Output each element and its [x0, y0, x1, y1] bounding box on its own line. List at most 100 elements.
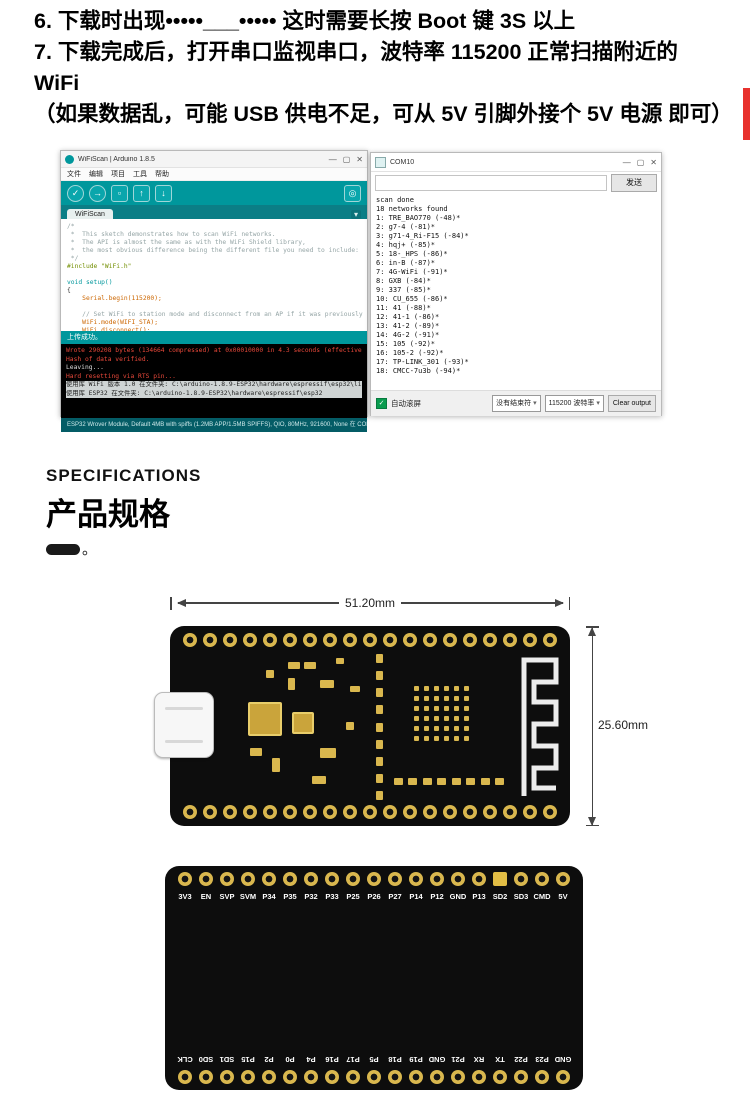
new-sketch-icon[interactable]: ▫ [111, 184, 128, 202]
tab-list-icon[interactable]: ▾ [350, 210, 361, 219]
code-line: /* [67, 223, 75, 230]
pin-pad [262, 1070, 276, 1084]
pin-pad [363, 805, 377, 819]
component [346, 722, 354, 730]
usb-connector [154, 692, 214, 758]
serial-monitor-icon[interactable]: ◎ [344, 184, 361, 202]
pin-label: P15 [241, 1055, 255, 1064]
close-icon[interactable]: ✕ [356, 154, 363, 164]
ide-titlebar: WiFiScan | Arduino 1.8.5 — ▢ ✕ [61, 151, 367, 168]
maximize-icon[interactable]: ▢ [342, 154, 351, 164]
clear-output-button[interactable]: Clear output [607, 395, 656, 412]
line-ending-select[interactable]: 没有结束符 ▾ [492, 395, 541, 412]
autoscroll-checkbox[interactable]: ✓ [376, 398, 387, 409]
menu-item[interactable]: 编辑 [89, 171, 103, 178]
baud-rate-select[interactable]: 115200 波特率 ▾ [544, 395, 604, 412]
code-line: WiFi.disconnect(); [67, 327, 151, 331]
pin-pad [430, 872, 444, 886]
minimize-icon[interactable]: — [622, 157, 631, 167]
pin-pad [220, 872, 234, 886]
pin-pad [241, 872, 255, 886]
pad-cell [217, 1070, 237, 1084]
ide-menubar: 文件 编辑 项目 工具 帮助 [61, 168, 367, 181]
verify-icon[interactable]: ✓ [67, 184, 84, 202]
pin-pad [367, 1070, 381, 1084]
component [312, 776, 326, 784]
pin-pad [283, 872, 297, 886]
menu-item[interactable]: 工具 [133, 171, 147, 178]
pad-cell [196, 1070, 216, 1084]
bottom-pad-row [180, 805, 560, 819]
pad-cell [364, 872, 384, 886]
pin-pad [304, 1070, 318, 1084]
pad-cell [406, 1070, 426, 1084]
pad-cell [301, 872, 321, 886]
pin-label: GND [554, 1055, 572, 1064]
pad-cell [440, 633, 460, 647]
pad-cell [259, 872, 279, 886]
pad-cell [469, 872, 489, 886]
ide-status-message: 上传成功。 [61, 331, 367, 344]
pad-cell [448, 1070, 468, 1084]
pin-pad [363, 633, 377, 647]
component [304, 662, 316, 669]
pad-cell [322, 1070, 342, 1084]
pin-pad [383, 805, 397, 819]
code-line: * the most obvious difference being the … [67, 247, 359, 254]
height-dimension [586, 626, 599, 826]
menu-item[interactable]: 帮助 [155, 171, 169, 178]
width-dimension-label: 51.20mm [344, 596, 396, 610]
serial-output-line: 10: CU_655 (-86)* [376, 295, 448, 303]
pad-cell [259, 1070, 279, 1084]
pin-label: 3V3 [178, 892, 192, 901]
serial-output-line: 9: 337 (-85)* [376, 286, 431, 294]
module-pad-row [394, 778, 504, 785]
pad-cell [196, 872, 216, 886]
pin-pad [283, 805, 297, 819]
pin-pad [483, 805, 497, 819]
maximize-icon[interactable]: ▢ [636, 157, 645, 167]
serial-input[interactable] [375, 175, 607, 191]
console-output[interactable]: Wrote 290208 bytes (134664 compressed) a… [61, 344, 367, 418]
pin-pad [493, 872, 507, 886]
usb-uart-chip [248, 702, 282, 736]
minimize-icon[interactable]: — [328, 154, 337, 164]
pad-cell [280, 805, 300, 819]
serial-output-line: 18: CMCC-7u3b (-94)* [376, 367, 461, 375]
pad-cell [280, 1070, 300, 1084]
pad-cell [301, 1070, 321, 1084]
serial-output-line: 5: 18-_HPS (-86)* [376, 250, 448, 258]
close-icon[interactable]: ✕ [650, 157, 657, 167]
menu-item[interactable]: 项目 [111, 171, 125, 178]
pad-cell [240, 805, 260, 819]
small-chip [292, 712, 314, 734]
pin-pad [262, 872, 276, 886]
send-button[interactable]: 发送 [611, 174, 657, 192]
menu-item[interactable]: 文件 [67, 171, 81, 178]
pin-label: P33 [325, 892, 339, 901]
open-icon[interactable]: ↑ [133, 184, 150, 202]
save-icon[interactable]: ↓ [155, 184, 172, 202]
specifications-section: SPECIFICATIONS 产品规格 。 [46, 466, 201, 557]
code-editor[interactable]: /* * This sketch demonstrates how to sca… [61, 219, 367, 331]
top-pad-row [180, 633, 560, 647]
pad-cell [385, 1070, 405, 1084]
arduino-ide-window: WiFiScan | Arduino 1.8.5 — ▢ ✕ 文件 编辑 项目 工具 帮… [60, 150, 368, 432]
module-pad-column [376, 654, 383, 800]
pin-label: P16 [325, 1055, 339, 1064]
pin-pad [483, 633, 497, 647]
pad-cell [427, 1070, 447, 1084]
tab-wifiscan[interactable]: WiFiScan [67, 209, 113, 219]
dimension-tick [568, 596, 570, 610]
serial-titlebar: COM10 — ▢ ✕ [371, 153, 661, 172]
pin-pad [243, 633, 257, 647]
code-line: */ [67, 255, 79, 262]
console-line: Leaving... [66, 364, 104, 371]
pad-cell [532, 1070, 552, 1084]
pin-label: P5 [369, 1055, 379, 1064]
baud-rate-value: 115200 波特率 [548, 400, 595, 407]
upload-icon[interactable]: → [89, 184, 106, 202]
